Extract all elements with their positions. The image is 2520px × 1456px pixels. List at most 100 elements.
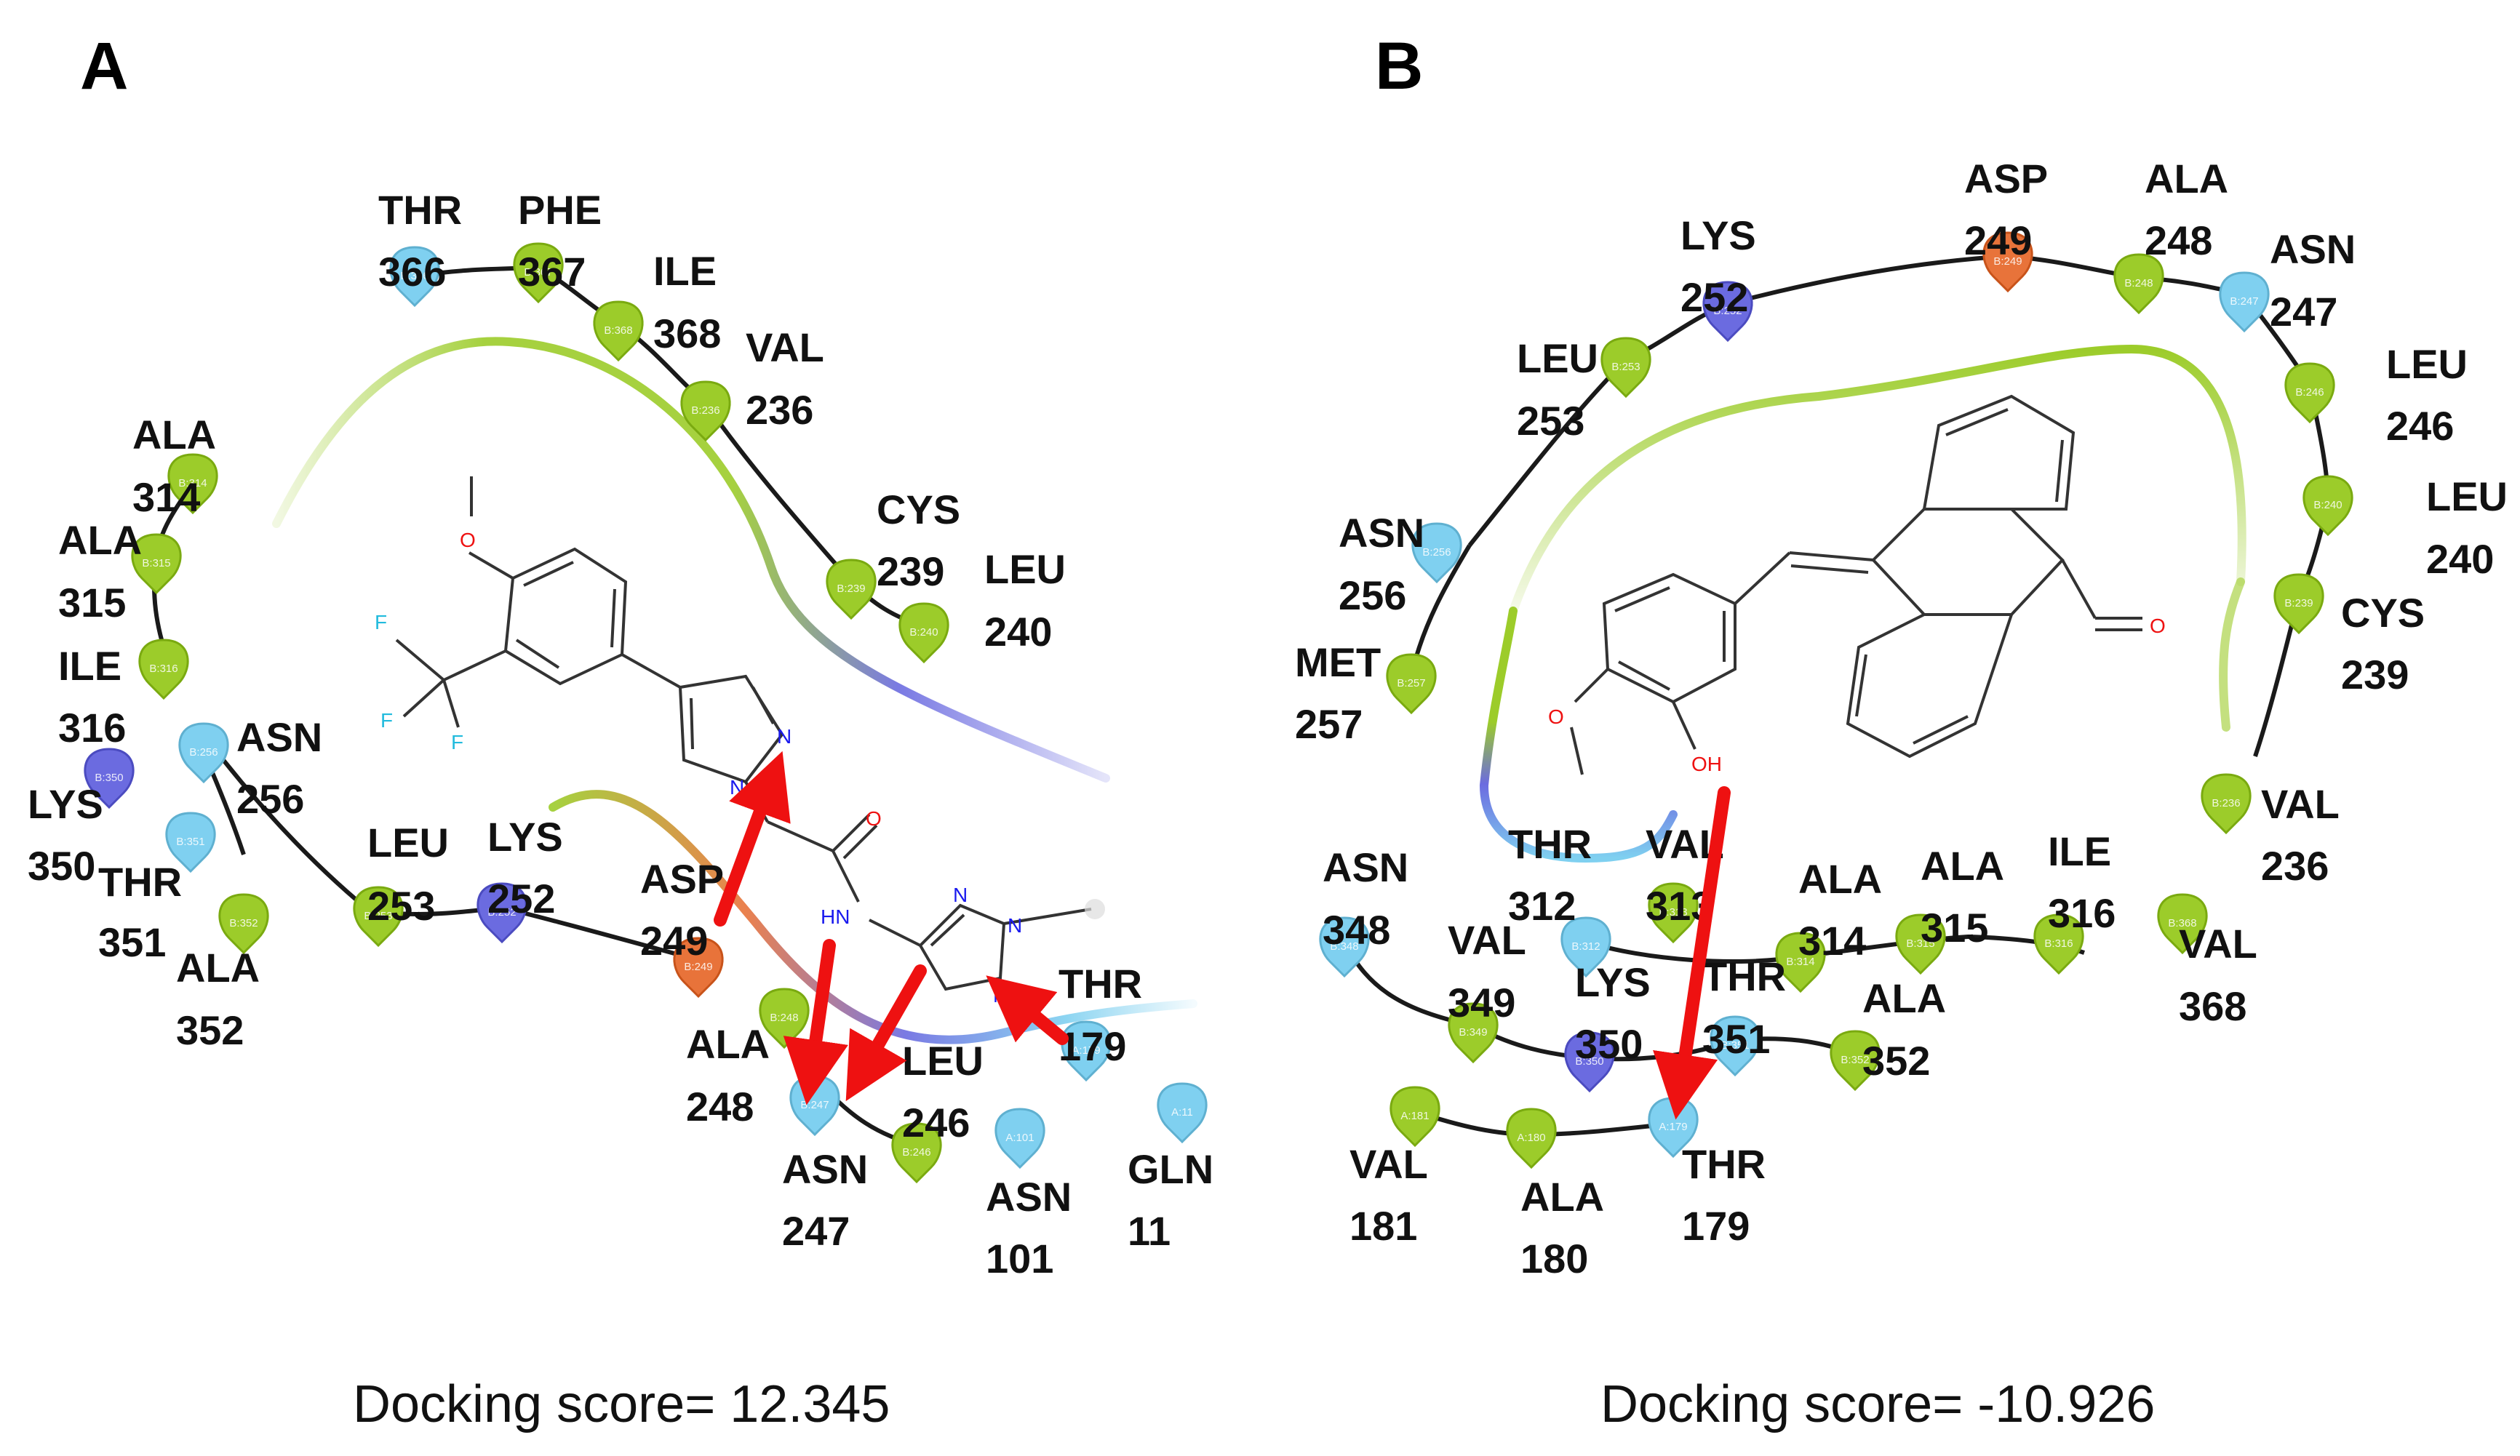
svg-text:LEU: LEU (2386, 341, 2468, 387)
svg-text:314: 314 (132, 474, 200, 520)
docking-score-a: Docking score= 12.345 (353, 1375, 890, 1433)
atom-label-hn: HN (821, 905, 850, 928)
residue-chain-label: A:179 (1072, 1044, 1100, 1057)
svg-text:236: 236 (746, 387, 813, 433)
pocket-surface-b-left (1509, 344, 2246, 615)
residue-chain-label: B:316 (2044, 937, 2073, 950)
svg-text:ALA: ALA (1862, 975, 1946, 1021)
residue-chain-label: B:313 (1659, 906, 1687, 919)
svg-text:11: 11 (1128, 1208, 1171, 1254)
svg-text:350: 350 (1575, 1021, 1643, 1067)
residue-chain-label: B:252 (487, 906, 516, 919)
panel-b: B B:24 (1295, 29, 2508, 1433)
svg-text:LYS: LYS (487, 814, 563, 860)
svg-text:256: 256 (1339, 572, 1406, 618)
svg-text:246: 246 (902, 1100, 970, 1145)
svg-text:THR: THR (378, 187, 462, 233)
svg-text:253: 253 (1517, 398, 1584, 444)
svg-text:LEU: LEU (1517, 335, 1598, 381)
svg-text:248: 248 (2145, 217, 2212, 263)
atom-label-o: O (2150, 615, 2166, 637)
svg-text:MET: MET (1295, 639, 1381, 685)
svg-text:ALA: ALA (132, 412, 216, 457)
atom-label-o: O (1548, 705, 1564, 728)
hbond-arrows-a (714, 751, 1069, 1105)
pocket-surface-upper (272, 337, 1110, 783)
residue-thr-312-b: B:312 THR 312 (1508, 821, 1611, 978)
residue-chain-label: B:247 (2230, 295, 2258, 308)
panel-a-letter: A (80, 29, 128, 103)
residue-chain-label: B:248 (2124, 277, 2153, 289)
svg-text:ALA: ALA (686, 1021, 770, 1067)
ligand-a-exposure-shadow (1085, 899, 1105, 919)
hbond-arrow (1653, 786, 1731, 1120)
svg-text:247: 247 (2270, 289, 2337, 335)
svg-text:LEU: LEU (984, 546, 1066, 592)
residue-chain-label: B:350 (1575, 1055, 1603, 1068)
svg-text:366: 366 (378, 249, 446, 295)
ligand-a (395, 476, 1092, 991)
svg-text:ASN: ASN (236, 714, 322, 760)
svg-text:ASN: ASN (1339, 510, 1424, 556)
residue-chain-label: B:366 (400, 270, 428, 282)
residue-chain-label: B:351 (176, 836, 204, 848)
atom-label-o: O (866, 807, 882, 830)
svg-text:ALA: ALA (2145, 156, 2228, 201)
svg-text:ALA: ALA (176, 945, 260, 991)
residue-val-349-b: B:349 VAL 349 (1448, 917, 1526, 1064)
residue-chain-label: B:312 (1571, 940, 1600, 953)
residue-chain-label: B:350 (95, 772, 123, 784)
residue-chain-label: B:349 (1459, 1026, 1487, 1039)
residue-chain-label: B:314 (178, 477, 207, 489)
svg-text:239: 239 (877, 548, 944, 594)
residue-chain-label: B:256 (1422, 546, 1451, 559)
svg-text:368: 368 (2179, 983, 2246, 1029)
residue-chain-label: B:248 (770, 1012, 798, 1024)
svg-text:179: 179 (1682, 1203, 1750, 1249)
residue-chain-label: B:315 (1906, 937, 1934, 950)
hbond-arrows-b (1653, 786, 1731, 1120)
svg-text:349: 349 (1448, 980, 1515, 1025)
svg-text:101: 101 (986, 1236, 1053, 1281)
atom-label-n: N (953, 884, 968, 906)
svg-text:181: 181 (1349, 1203, 1417, 1249)
svg-text:312: 312 (1508, 883, 1576, 929)
svg-text:253: 253 (367, 883, 435, 929)
residue-chain-label: B:352 (229, 917, 258, 929)
residue-chain-label: B:240 (2313, 499, 2342, 511)
atom-label-n: N (730, 776, 744, 799)
svg-text:351: 351 (98, 919, 166, 965)
svg-text:THR: THR (1508, 821, 1592, 867)
svg-text:LEU: LEU (902, 1038, 984, 1084)
svg-text:VAL: VAL (1448, 917, 1526, 963)
pocket-surface-b-right (2219, 577, 2245, 732)
residue-thr-366-a: B:366 THR 366 (378, 187, 462, 308)
hbond-arrow (783, 939, 848, 1105)
svg-text:315: 315 (58, 580, 126, 625)
svg-text:LYS: LYS (28, 781, 103, 827)
residue-chain-label: B:252 (1713, 305, 1742, 317)
residue-ala-314-a: B:314 ALA 314 (132, 412, 218, 520)
residue-chain-label: B:314 (1786, 956, 1814, 968)
svg-text:368: 368 (653, 311, 721, 356)
svg-text:179: 179 (1058, 1023, 1126, 1069)
svg-text:257: 257 (1295, 701, 1363, 747)
atom-label-f: F (451, 731, 463, 753)
